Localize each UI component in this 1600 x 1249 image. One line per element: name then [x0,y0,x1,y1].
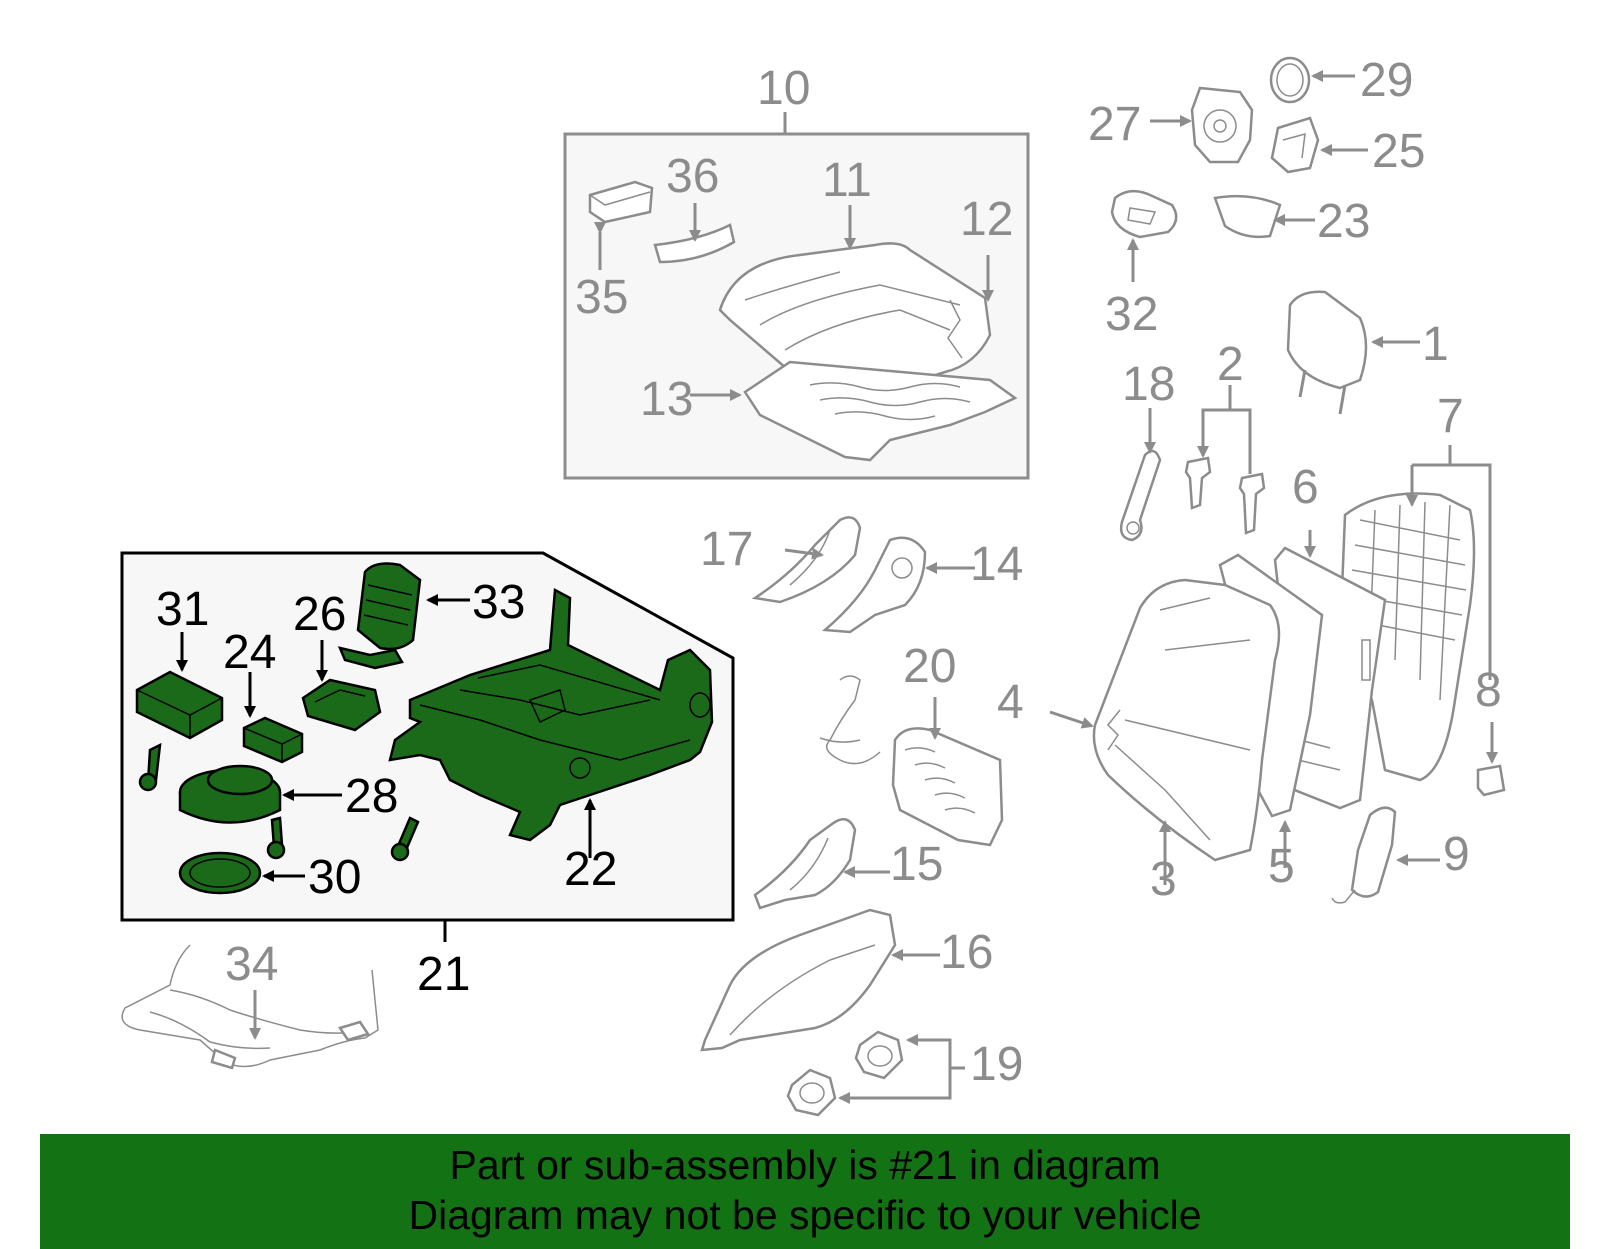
callout-1[interactable]: 1 [1422,318,1449,371]
callout-23[interactable]: 23 [1317,195,1370,248]
part-31-control-module[interactable] [135,632,224,740]
callout-35[interactable]: 35 [575,271,628,324]
callout-8[interactable]: 8 [1475,664,1502,717]
callout-33[interactable]: 33 [472,576,525,629]
part-34-wire-harness[interactable] [121,944,379,1070]
callout-14[interactable]: 14 [970,538,1023,591]
callout-10[interactable]: 10 [757,62,810,115]
part-26-switch[interactable] [301,640,382,732]
part-13-cushion-frame[interactable] [690,360,1018,462]
callout-4[interactable]: 4 [997,676,1024,729]
callout-20[interactable]: 20 [903,640,956,693]
callout-2[interactable]: 2 [1217,338,1244,391]
callout-22[interactable]: 22 [564,843,617,896]
part-36-trim-strip[interactable] [653,203,736,264]
callout-3[interactable]: 3 [1150,853,1177,906]
callout-32[interactable]: 32 [1105,288,1158,341]
callout-12[interactable]: 12 [960,193,1013,246]
callout-9[interactable]: 9 [1443,828,1470,881]
part-17-trim[interactable] [751,516,862,604]
callout-27[interactable]: 27 [1088,98,1141,151]
banner-line-2: Diagram may not be specific to your vehi… [408,1192,1202,1238]
callout-16[interactable]: 16 [940,926,993,979]
callout-26[interactable]: 26 [293,588,346,641]
callout-30[interactable]: 30 [308,851,361,904]
part-3-seatback-cover[interactable] [1049,578,1281,885]
part-22-seat-track-frame[interactable] [388,588,714,858]
part-16-side-shield[interactable] [700,908,940,1052]
part-9-side-airbag[interactable] [1331,806,1440,904]
callout-19[interactable]: 19 [970,1038,1023,1091]
part-27-recliner-gear[interactable] [1150,86,1254,164]
callout-28[interactable]: 28 [345,770,398,823]
part-25-bracket[interactable] [1270,116,1368,174]
part-32-knob[interactable] [1110,189,1178,282]
callout-18[interactable]: 18 [1122,358,1175,411]
callout-6[interactable]: 6 [1292,461,1319,514]
callout-36[interactable]: 36 [666,150,719,203]
part-30-cover[interactable] [178,851,305,895]
part-20-lumbar-support[interactable] [819,675,1004,847]
part-18-lever[interactable] [1119,408,1162,542]
callout-34[interactable]: 34 [225,938,278,991]
part-19-knobs[interactable] [786,1030,965,1117]
part-33-motor[interactable] [337,562,470,670]
part-28-motor-gear[interactable] [138,742,420,862]
part-2-headrest-guides[interactable] [1184,385,1266,535]
part-23-cover[interactable] [1213,194,1315,239]
callout-labels: 1 2 3 4 5 6 7 8 9 10 11 12 13 14 15 16 1… [156,54,1502,1091]
part-1-headrest[interactable] [1286,290,1420,415]
part-7-seatback-frame[interactable] [1338,445,1492,782]
callout-5[interactable]: 5 [1268,840,1295,893]
callout-17[interactable]: 17 [700,523,753,576]
callout-15[interactable]: 15 [890,838,943,891]
callout-21[interactable]: 21 [417,948,470,1001]
part-29-ring[interactable] [1269,56,1355,104]
callout-7[interactable]: 7 [1437,390,1464,443]
note-banner: Part or sub-assembly is #21 in diagram D… [40,1134,1570,1249]
callout-31[interactable]: 31 [156,583,209,636]
part-8-clip[interactable] [1476,722,1506,797]
part-35-switch-cover[interactable] [588,180,654,270]
callout-13[interactable]: 13 [640,373,693,426]
part-15-trim[interactable] [753,817,890,910]
callout-24[interactable]: 24 [223,626,276,679]
banner-line-1: Part or sub-assembly is #21 in diagram [449,1142,1161,1188]
part-14-trim[interactable] [821,536,975,634]
seat-parts-diagram: 1 2 3 4 5 6 7 8 9 10 11 12 13 14 15 16 1… [120,54,1506,1117]
part-24-motor[interactable] [242,672,304,764]
callout-11[interactable]: 11 [822,154,872,207]
callout-25[interactable]: 25 [1372,125,1425,178]
callout-29[interactable]: 29 [1360,54,1413,107]
